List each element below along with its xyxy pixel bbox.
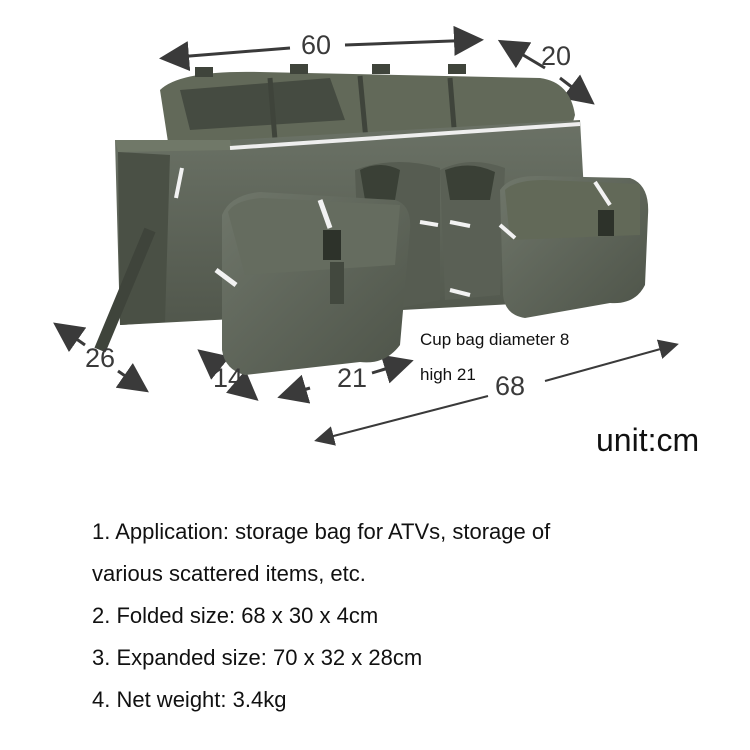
spec-application: 1. Application: storage bag for ATVs, st… (92, 519, 551, 544)
spec-list: 1. Application: storage bag for ATVs, st… (92, 511, 712, 721)
dimension-arrows (53, 25, 679, 446)
dim-pocket-depth: 14 (213, 363, 244, 393)
dim-side-height: 26 (85, 343, 116, 373)
spec-net-weight: 4. Net weight: 3.4kg (92, 687, 287, 712)
unit-label: unit:cm (596, 422, 700, 458)
dim-top-depth: 20 (541, 41, 572, 71)
cup-bag-note-line1: Cup bag diameter 8 (420, 330, 570, 349)
spec-folded-size: 2. Folded size: 68 x 30 x 4cm (92, 603, 379, 628)
atv-bag-illustration (53, 25, 679, 446)
cup-bag-note-line2: high 21 (420, 365, 476, 384)
dim-bottom-length: 68 (495, 371, 526, 401)
dim-pocket-width: 21 (337, 363, 368, 393)
spec-application-cont: various scattered items, etc. (92, 561, 366, 586)
right-front-pocket (498, 175, 649, 318)
spec-expanded-size: 3. Expanded size: 70 x 32 x 28cm (92, 645, 423, 670)
dim-top-length: 60 (301, 30, 332, 60)
left-front-pocket (214, 192, 411, 375)
